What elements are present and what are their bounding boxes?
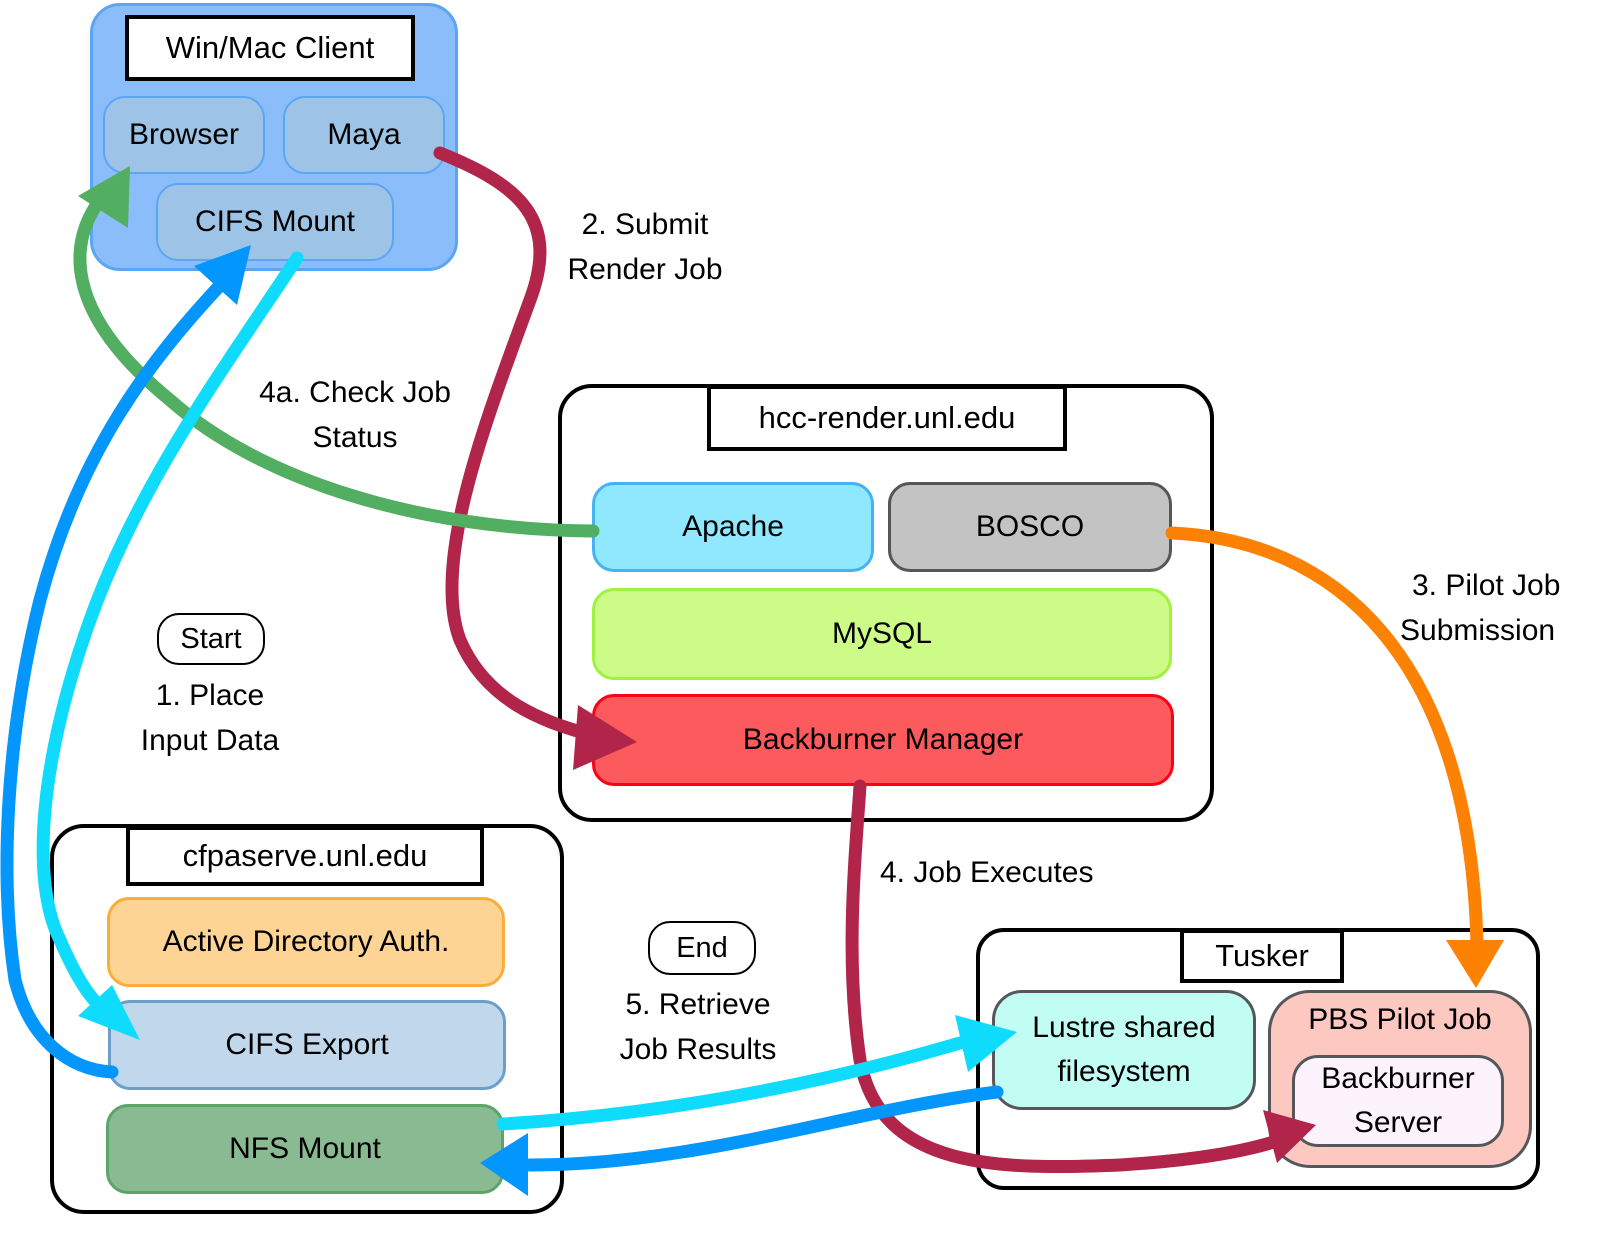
step3-line2: Submission [1400, 614, 1556, 647]
nfs-mount-component[interactable]: NFS Mount [106, 1104, 504, 1194]
step4-label: 4. Job Executes [880, 856, 1094, 889]
step3-label: 3. Pilot Job Submission [1400, 563, 1600, 653]
arrow-nfs-to-lustre[interactable] [496, 1036, 967, 1131]
step3-line1: 3. Pilot Job [1412, 569, 1561, 602]
step4a-label: 4a. Check Job Status [240, 370, 470, 460]
arrowhead-execute [1263, 1110, 1316, 1163]
backburner-server-line1: Backburner [1321, 1062, 1475, 1095]
step4a-line1: 4a. Check Job [259, 376, 451, 409]
arrow-place-input-data[interactable] [36, 251, 304, 1017]
bosco-component[interactable]: BOSCO [888, 482, 1172, 572]
client-host-title: Win/Mac Client [125, 15, 415, 81]
step4a-line2: Status [312, 421, 398, 454]
arrowhead-submit [573, 705, 637, 770]
step1-label: 1. Place Input Data [110, 673, 310, 763]
start-marker: Start [157, 613, 265, 665]
step2-label: 2. Submit Render Job [545, 202, 745, 292]
arrowhead-retrieve-client [194, 245, 251, 305]
cifs-export-component[interactable]: CIFS Export [108, 1000, 506, 1090]
render-host-title: hcc-render.unl.edu [707, 385, 1067, 451]
step1-line1: 1. Place [155, 679, 265, 712]
backburner-manager-component[interactable]: Backburner Manager [592, 694, 1174, 786]
step5-line1: 5. Retrieve [625, 988, 771, 1021]
arrowhead-status [78, 166, 130, 228]
active-directory-component[interactable]: Active Directory Auth. [107, 897, 505, 987]
lustre-label-line2: filesystem [1057, 1055, 1191, 1088]
browser-component[interactable]: Browser [103, 96, 265, 174]
maya-component[interactable]: Maya [283, 96, 445, 174]
arrow-lustre-to-nfs[interactable] [523, 1085, 1004, 1172]
backburner-server-line2: Server [1353, 1106, 1443, 1139]
end-marker: End [648, 921, 756, 975]
apache-component[interactable]: Apache [592, 482, 874, 572]
arrowhead-nfs-lustre [955, 1015, 1017, 1072]
arrow-job-executes[interactable] [845, 779, 1287, 1174]
lustre-label-line1: Lustre shared [1032, 1011, 1216, 1044]
arrow-retrieve-to-client[interactable] [0, 273, 232, 1079]
pbs-pilot-job-label: PBS Pilot Job [1308, 1003, 1492, 1036]
tusker-host-title: Tusker [1180, 929, 1344, 983]
cfpaserve-host-title: cfpaserve.unl.edu [126, 826, 484, 886]
arrowhead-input [78, 985, 140, 1040]
arrowhead-pilot [1446, 940, 1504, 988]
step2-line2: Render Job [567, 253, 723, 286]
cifs-mount-component[interactable]: CIFS Mount [156, 183, 394, 261]
step5-line2: Job Results [619, 1033, 777, 1066]
lustre-component[interactable]: Lustre shared filesystem [992, 990, 1256, 1110]
step1-line2: Input Data [140, 724, 280, 757]
step5-label: 5. Retrieve Job Results [598, 982, 798, 1072]
arrow-pilot-job-submission[interactable] [1165, 526, 1484, 952]
mysql-component[interactable]: MySQL [592, 588, 1172, 680]
arrow-submit-render-job[interactable] [433, 146, 597, 742]
step2-line1: 2. Submit [581, 208, 709, 241]
backburner-server-component[interactable]: Backburner Server [1292, 1055, 1504, 1147]
arrowhead-lustre-nfs [480, 1133, 528, 1196]
